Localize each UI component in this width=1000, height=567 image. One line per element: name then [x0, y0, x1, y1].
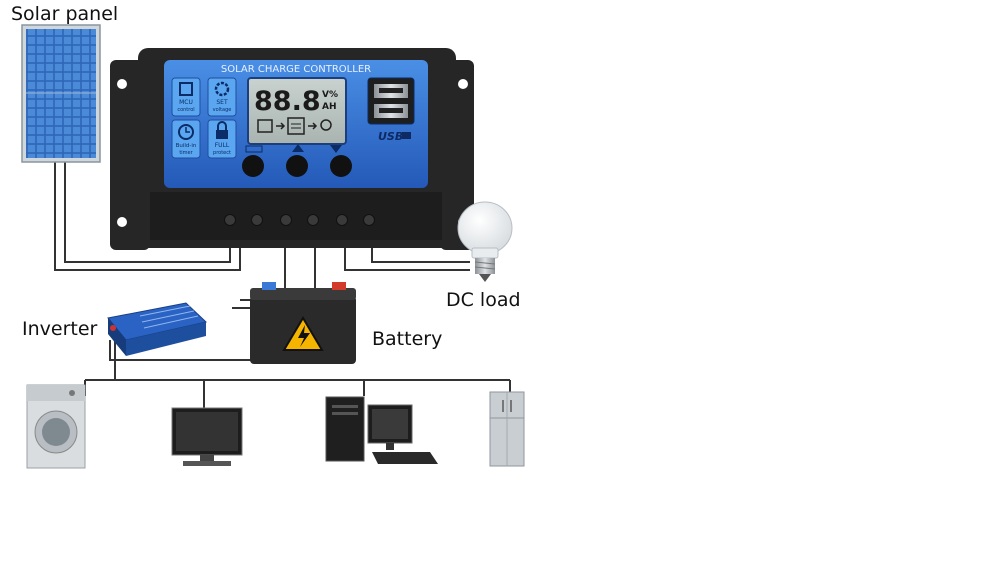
inverter-icon	[107, 302, 208, 356]
keyboard-icon	[372, 452, 438, 464]
wire-solar-negative	[64, 160, 231, 263]
svg-text:V%: V%	[322, 90, 338, 100]
dc-load-label: DC load	[446, 289, 521, 311]
clock-icon	[178, 124, 194, 140]
battery-negative-terminal	[262, 282, 276, 290]
svg-text:protect: protect	[213, 150, 231, 156]
washing-machine-icon	[26, 384, 86, 469]
svg-text:AH: AH	[322, 102, 337, 112]
svg-text:SET: SET	[216, 99, 228, 106]
battery-label: Battery	[372, 328, 443, 350]
battery-positive-terminal	[332, 282, 346, 290]
lcd-arrow-icon-2	[308, 122, 318, 130]
charge-controller: SOLAR CHARGE CONTROLLER MCU control SET …	[110, 48, 474, 250]
lcd-battery-icon	[287, 117, 305, 135]
svg-text:Build-in: Build-in	[176, 143, 197, 149]
usb-label: USB	[378, 130, 403, 143]
wire-solar-positive	[54, 160, 241, 271]
controller-title: SOLAR CHARGE CONTROLLER	[221, 64, 371, 75]
chip-icon	[179, 82, 193, 96]
down-arrow-icon	[330, 145, 342, 153]
solar-panel-label: Solar panel	[11, 3, 119, 25]
lcd-bulb-icon	[320, 119, 332, 131]
solar-panel-icon	[21, 24, 101, 163]
wire-load-positive	[344, 238, 470, 271]
desktop-computer-icon	[325, 396, 438, 464]
up-arrow-icon	[292, 144, 304, 152]
svg-text:timer: timer	[179, 150, 193, 156]
lcd-display: 88.8 V% AH	[247, 77, 347, 145]
lock-icon	[216, 130, 228, 139]
svg-text:voltage: voltage	[213, 107, 232, 113]
down-button[interactable]	[330, 155, 352, 177]
svg-text:control: control	[177, 107, 194, 113]
lcd-digits: 88.8	[254, 86, 321, 117]
lcd-arrow-icon	[276, 122, 286, 130]
monitor-icon	[171, 407, 243, 466]
svg-text:FULL: FULL	[215, 142, 230, 149]
menu-icon	[245, 145, 263, 153]
controller-buttons	[242, 144, 352, 177]
inverter-label: Inverter	[22, 318, 98, 340]
up-button[interactable]	[286, 155, 308, 177]
usb-ports: USB	[367, 77, 415, 143]
lcd-panel-icon	[257, 119, 273, 133]
battery-icon	[250, 282, 356, 364]
terminal-block	[150, 192, 442, 240]
menu-button[interactable]	[242, 155, 264, 177]
svg-text:MCU: MCU	[179, 99, 193, 106]
light-bulb-icon	[457, 201, 513, 282]
gear-icon	[214, 81, 230, 97]
feature-icons: MCU control SET voltage Build-in timer F…	[171, 77, 237, 159]
refrigerator-icon	[489, 391, 525, 467]
